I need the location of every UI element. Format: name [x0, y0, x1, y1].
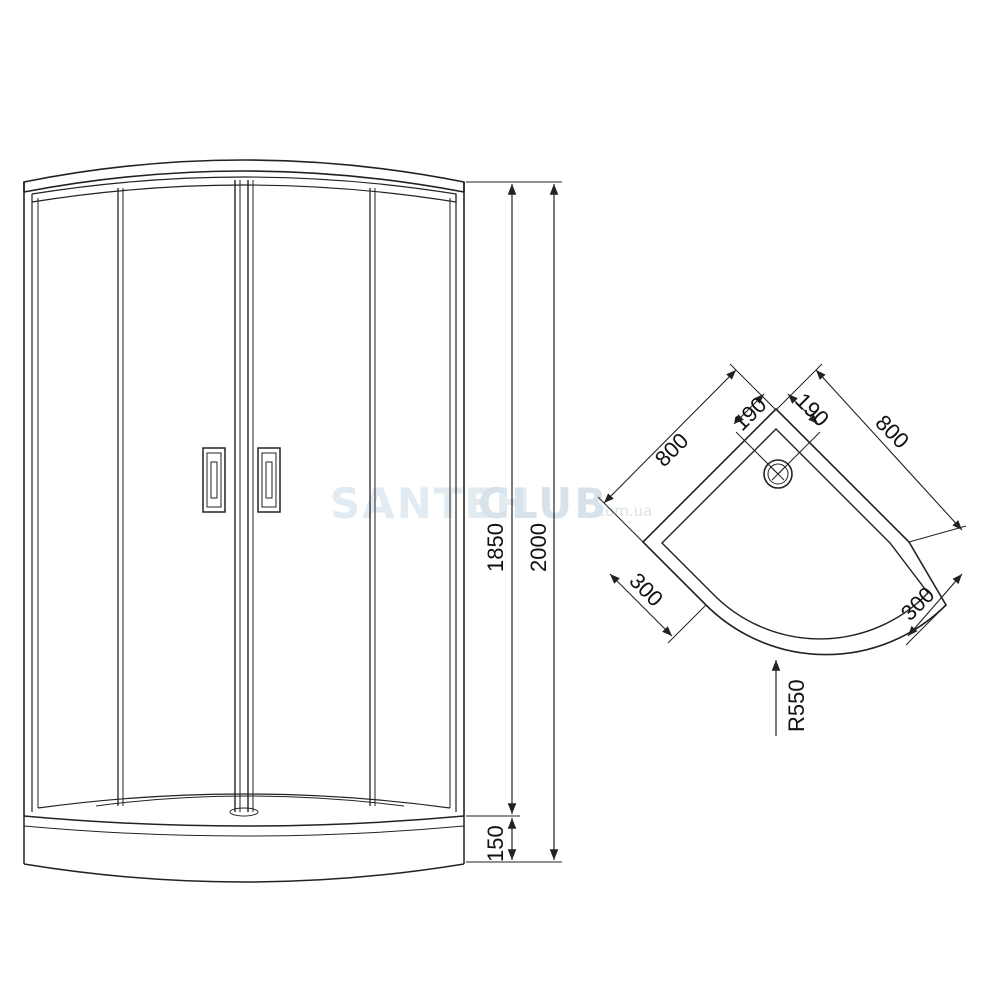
handle-right	[257, 447, 281, 513]
ext-800-left-bottom	[597, 496, 644, 543]
dim-label-800-right: 800	[870, 410, 914, 454]
tray-outline-inner	[661, 428, 929, 640]
bottom-rail	[37, 793, 451, 809]
watermark-brand-a: SANTEH	[330, 479, 532, 528]
ext-800-left-top	[729, 363, 776, 410]
height-dimensions: 1850 2000 150	[466, 181, 562, 863]
dim-line-800-right	[815, 369, 963, 531]
dim-label-1850: 1850	[483, 523, 508, 572]
tray-inner-curve	[95, 795, 405, 807]
dim-label-800-left: 800	[650, 428, 694, 472]
tray-top-inner	[23, 825, 465, 837]
dim-line-300-left	[609, 573, 673, 637]
ext-190-left	[735, 431, 779, 475]
dim-line-190-left	[733, 393, 765, 425]
dim-label-300-right: 300	[896, 582, 940, 626]
watermark-brand-b: CLUB	[478, 479, 608, 528]
dim-line-190-right	[787, 393, 819, 425]
ext-800-right-bottom	[908, 525, 967, 543]
top-frame	[23, 159, 465, 193]
handle-left	[202, 447, 226, 513]
watermark: SANTEH CLUB .com.ua	[330, 479, 652, 528]
plan-view: 800 800 190 190 300 300 R550	[597, 363, 967, 736]
front-view	[23, 159, 465, 883]
dim-line-300-right	[907, 573, 963, 637]
ext-300-left	[667, 604, 707, 644]
dim-label-300-left: 300	[624, 568, 668, 612]
tray-bottom	[23, 863, 465, 883]
dim-label-radius: R550	[784, 679, 809, 732]
watermark-domain: .com.ua	[592, 502, 652, 520]
dim-line-800-left	[603, 369, 737, 504]
tray-top	[23, 815, 465, 827]
dim-label-190-right: 190	[790, 388, 834, 432]
drain-front	[229, 807, 259, 817]
dim-label-2000: 2000	[526, 523, 551, 572]
ext-800-right-top	[776, 363, 823, 410]
dim-label-150: 150	[483, 825, 508, 862]
ext-190-right	[777, 431, 821, 475]
